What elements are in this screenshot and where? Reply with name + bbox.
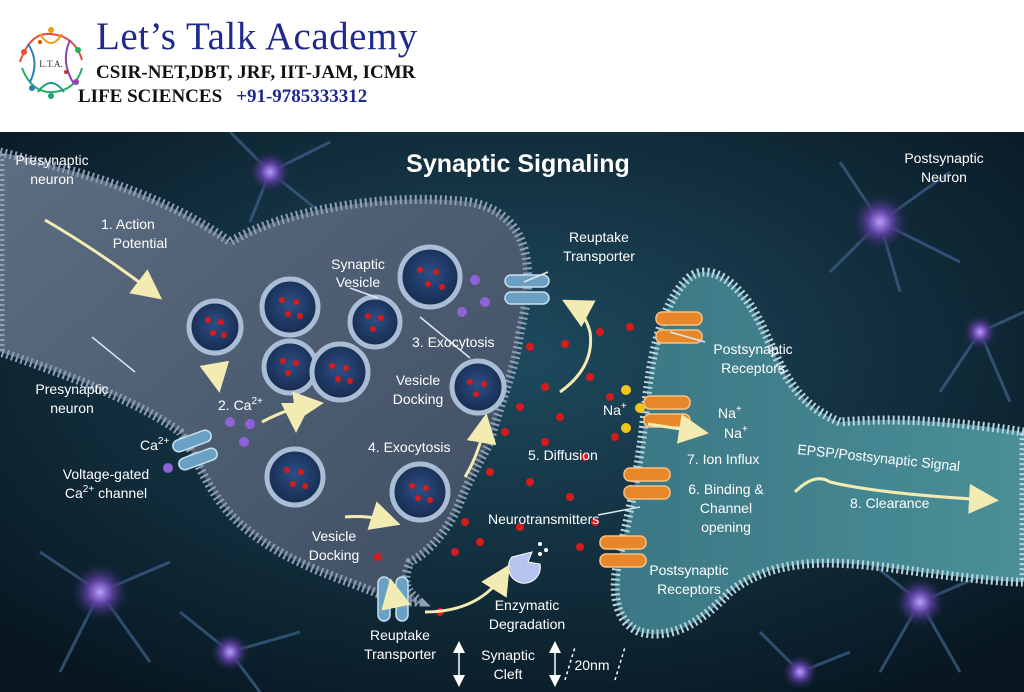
docked-vesicle <box>389 461 451 523</box>
label-calcium-step-sup: 2+ <box>251 396 263 407</box>
docked-vesicle <box>449 358 507 416</box>
label-post-receptors-bottom-1: Postsynaptic <box>649 562 728 578</box>
label-postsynaptic-top-1: Postsynaptic <box>904 150 983 166</box>
label-reuptake-bottom-1: Reuptake <box>370 627 430 643</box>
label-sodium-left-text: Na <box>603 402 621 418</box>
label-cleft-size: 20nm <box>574 657 609 673</box>
neurotransmitter-molecules <box>374 323 634 616</box>
label-sodium-right-2: Na+ <box>724 424 748 441</box>
label-reuptake-top-2: Transporter <box>563 248 635 264</box>
label-neurotransmitters: Neurotransmitters <box>488 511 599 527</box>
synapse-illustration: Synaptic Signaling Presynaptic neuron Po… <box>0 132 1024 692</box>
label-enzymatic-2: Degradation <box>489 616 565 632</box>
label-cleft-1: Synaptic <box>481 647 535 663</box>
synaptic-vesicle <box>259 276 321 338</box>
synaptic-vesicle <box>186 298 244 356</box>
label-clearance-8: 8. Clearance <box>850 495 930 511</box>
label-presynaptic-mid-2: neuron <box>50 400 94 416</box>
voltage-gated-calcium-channel <box>172 429 218 471</box>
label-post-receptors-top-1: Postsynaptic <box>713 341 792 357</box>
synaptic-vesicle <box>397 244 463 310</box>
label-binding-6-2: Channel <box>700 500 752 516</box>
background-neuron-bodies <box>70 150 998 690</box>
label-calcium-ion-sup: 2+ <box>158 436 170 447</box>
label-voltage-1: Voltage-gated <box>63 466 149 482</box>
postsynaptic-neuron <box>610 267 1024 639</box>
label-sodium-right-1: Na+ <box>718 404 742 421</box>
label-reuptake-top-1: Reuptake <box>569 229 629 245</box>
label-action-1: 1. Action <box>101 216 155 232</box>
label-sodium-left-sup: + <box>621 401 627 412</box>
label-vesicle-docking-2b: Docking <box>309 547 360 563</box>
label-calcium-ion-text: Ca <box>140 437 158 453</box>
label-sodium-right-2-text: Na <box>724 425 742 441</box>
sodium-ions <box>621 385 645 433</box>
synaptic-vesicle <box>347 294 403 350</box>
label-diffusion-5: 5. Diffusion <box>528 447 598 463</box>
label-post-receptors-bottom-2: Receptors <box>657 581 721 597</box>
brand-header: L.T.A. Let’s Talk Academy CSIR-NET,DBT, … <box>0 0 1024 132</box>
background-neurons <box>39 132 1024 692</box>
label-sodium-right-1-sup: + <box>736 404 742 415</box>
label-binding-6-1: 6. Binding & <box>688 481 764 497</box>
label-synaptic-vesicle-2: Vesicle <box>336 274 381 290</box>
label-presynaptic-top-2: neuron <box>30 171 74 187</box>
brand-contact-line: LIFE SCIENCES +91-9785333312 <box>78 86 367 108</box>
label-ion-influx-7: 7. Ion Influx <box>687 451 759 467</box>
label-calcium-step: 2. Ca2+ <box>218 396 263 413</box>
label-sodium-right-2-sup: + <box>742 424 748 435</box>
synaptic-vesicle <box>261 338 319 396</box>
label-sodium-right-1-text: Na <box>718 405 736 421</box>
pointer-lines <box>91 271 706 516</box>
synaptic-vesicle <box>309 341 371 403</box>
label-binding-6-3: opening <box>701 519 751 535</box>
label-enzymatic-1: Enzymatic <box>495 597 560 613</box>
label-voltage-2-rest: channel <box>94 485 147 501</box>
brand-title: Let’s Talk Academy <box>96 15 418 58</box>
synaptic-cleft-scale <box>453 641 626 687</box>
label-sodium-left: Na+ <box>603 401 627 418</box>
molecule-logo-icon: L.T.A. <box>10 22 92 104</box>
label-exocytosis-3: 3. Exocytosis <box>412 334 494 350</box>
label-vesicle-docking-1a: Vesicle <box>396 372 441 388</box>
calcium-ions <box>163 275 490 473</box>
label-calcium-ion: Ca2+ <box>140 436 169 453</box>
label-presynaptic-top-1: Presynaptic <box>15 152 88 168</box>
label-voltage-2: Ca2+ channel <box>65 484 147 501</box>
label-exocytosis-4: 4. Exocytosis <box>368 439 450 455</box>
label-cleft-2: Cleft <box>494 666 523 682</box>
label-vesicle-docking-1b: Docking <box>393 391 444 407</box>
label-voltage-2-sup: 2+ <box>83 484 95 495</box>
label-post-receptors-top-2: Receptors <box>721 360 785 376</box>
label-reuptake-bottom-2: Transporter <box>364 646 436 662</box>
synaptic-diagram: Synaptic Signaling Presynaptic neuron Po… <box>0 132 1024 692</box>
brand-subtitle: CSIR-NET,DBT, JRF, IIT-JAM, ICMR <box>96 62 416 83</box>
brand-phone: +91-9785333312 <box>236 86 368 107</box>
synaptic-vesicles <box>186 244 507 523</box>
label-postsynaptic-top-2: Neuron <box>921 169 967 185</box>
process-arrows <box>44 218 999 614</box>
label-presynaptic-mid-1: Presynaptic <box>35 381 108 397</box>
label-synaptic-vesicle-1: Synaptic <box>331 256 385 272</box>
logo-text: L.T.A. <box>39 59 63 69</box>
brand-subject: LIFE SCIENCES <box>78 86 223 107</box>
label-calcium-step-text: 2. Ca <box>218 397 252 413</box>
label-voltage-2-text: Ca <box>65 485 83 501</box>
diagram-title: Synaptic Signaling <box>406 150 630 178</box>
label-action-2: Potential <box>113 235 167 251</box>
synaptic-vesicle <box>264 446 326 508</box>
label-vesicle-docking-2a: Vesicle <box>312 528 357 544</box>
